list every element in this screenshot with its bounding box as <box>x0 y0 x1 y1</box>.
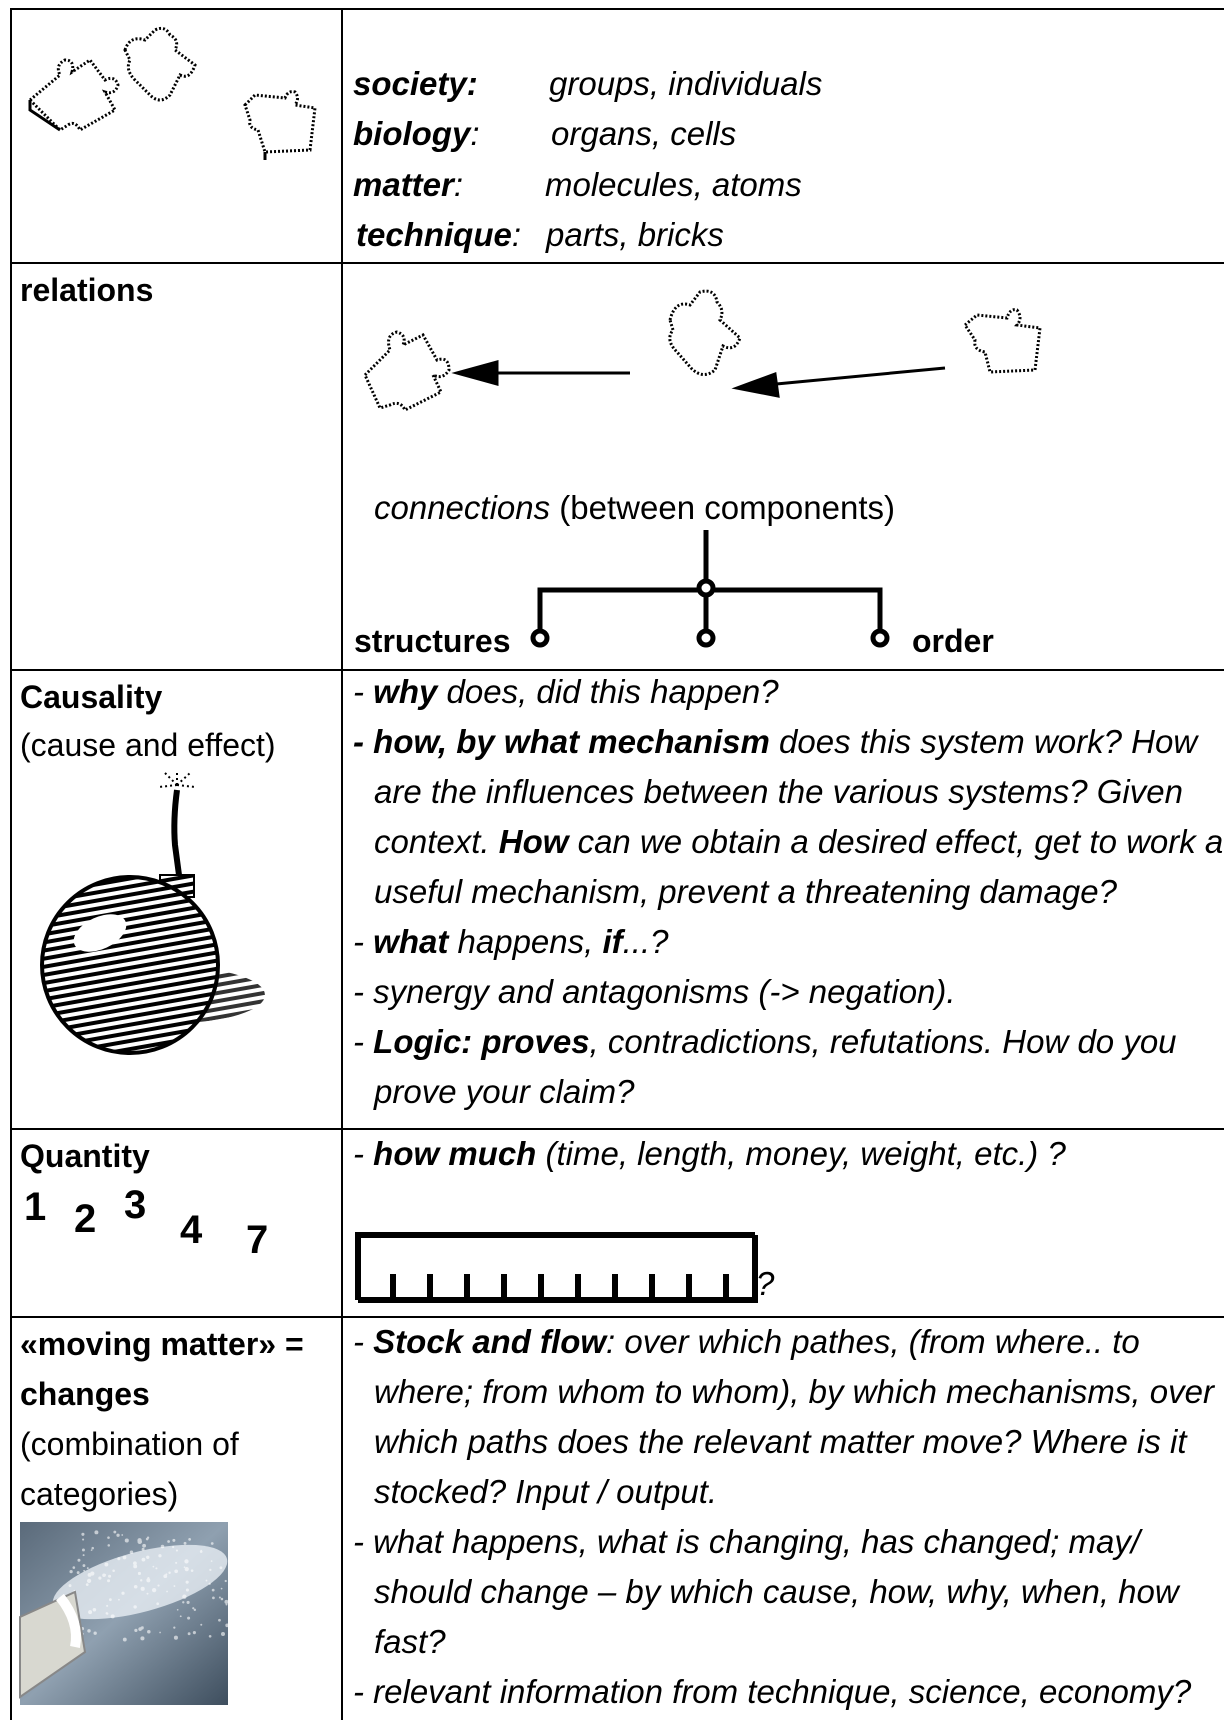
order-label: order <box>912 623 994 659</box>
line-rest: does this system work? How <box>769 723 1198 760</box>
row5-line-6: should change – by which cause, how, why… <box>374 1573 1179 1610</box>
row1-line-biology: biology: organs, cells <box>353 112 736 156</box>
row3-line-9: prove your claim? <box>374 1073 635 1110</box>
row2-label: relations <box>20 272 154 308</box>
water-spray-photo <box>19 1522 230 1705</box>
row1-line-technique: technique: parts, bricks <box>356 213 724 257</box>
bold-term: How <box>498 823 569 860</box>
row5-label-1: «moving matter» = <box>20 1326 304 1362</box>
puzzle-pieces-illustration <box>27 26 317 160</box>
bold-term: - how, by what mechanism <box>353 723 770 760</box>
quantity-number: 1 <box>24 1185 47 1229</box>
relations-diagram <box>363 289 1042 413</box>
quantity-number: 4 <box>180 1208 203 1252</box>
connections-text: connections (between components) <box>374 486 895 530</box>
row5-line-4: stocked? Input / output. <box>374 1473 718 1510</box>
puzzle-piece-left-icon <box>363 330 451 413</box>
row1-colon: : <box>453 166 464 203</box>
structures-label: structures <box>354 623 511 659</box>
bold-term: what <box>373 923 449 960</box>
row1-desc: groups, individuals <box>549 65 823 102</box>
row1-desc: parts, bricks <box>546 216 724 253</box>
row5-line-7: fast? <box>374 1623 446 1660</box>
ruler-question-mark: ? <box>756 1265 775 1302</box>
row5-line-8: - relevant information from technique, s… <box>353 1673 1192 1710</box>
row4-line-1: - how much (time, length, money, weight,… <box>353 1132 1066 1176</box>
row-divider <box>12 262 1224 264</box>
bomb-icon <box>40 770 265 1055</box>
bold-term: how much <box>373 1135 537 1172</box>
row1-colon: : <box>470 115 480 152</box>
row3-line-7: - synergy and antagonisms (-> negation). <box>353 973 956 1010</box>
row5-label-4: categories) <box>20 1476 179 1512</box>
row3-line-4: context. How can we obtain a desired eff… <box>374 820 1223 864</box>
dash: - <box>353 1023 374 1060</box>
ruler-icon <box>355 1232 758 1303</box>
row3-line-3: are the influences between the various s… <box>374 773 1183 810</box>
row-divider <box>12 1128 1224 1130</box>
connections-word: connections <box>374 489 551 526</box>
bold-term: Stock and flow <box>373 1323 607 1360</box>
table-top-border <box>12 8 1224 10</box>
row4-label: Quantity <box>20 1138 150 1174</box>
row5-label-2: changes <box>20 1376 150 1412</box>
row1-line-society: society: groups, individuals <box>353 62 822 106</box>
row1-desc: molecules, atoms <box>545 166 802 203</box>
row-divider <box>12 669 1224 671</box>
bold-term: why <box>373 673 438 710</box>
quantity-number: 3 <box>124 1183 147 1227</box>
row1-term: matter <box>353 166 454 203</box>
row1-term: society: <box>353 65 478 102</box>
row5-line-5: - what happens, what is changing, has ch… <box>353 1523 1140 1560</box>
dash: - <box>353 1135 374 1172</box>
row3-sublabel: (cause and effect) <box>20 727 276 763</box>
line-rest: ...? <box>622 923 669 960</box>
bold-term: if <box>602 923 623 960</box>
row5-line-3: which paths does the relevant matter mov… <box>374 1423 1187 1460</box>
row-divider <box>12 1316 1224 1318</box>
puzzle-piece-right-icon <box>963 308 1042 374</box>
row1-line-matter: matter: molecules, atoms <box>353 163 802 207</box>
dash: - <box>353 673 374 710</box>
dash: - <box>353 1323 374 1360</box>
row1-desc: organs, cells <box>551 115 737 152</box>
row3-line-1: - why does, did this happen? <box>353 670 779 714</box>
line-rest: , contradictions, refutations. How do yo… <box>589 1023 1177 1060</box>
quantity-number: 2 <box>74 1197 97 1241</box>
line-rest: : over which pathes, (from where.. to <box>606 1323 1140 1360</box>
row3-line-2: - how, by what mechanism does this syste… <box>353 720 1197 764</box>
row5-label-3: (combination of <box>20 1426 239 1462</box>
row5-line-1: - Stock and flow: over which pathes, (fr… <box>353 1320 1140 1364</box>
puzzle-piece-middle-icon <box>668 289 742 376</box>
row3-line-5: useful mechanism, prevent a threatening … <box>374 873 1117 910</box>
row3-label: Causality <box>20 679 163 715</box>
line-rest: does, did this happen? <box>437 673 779 710</box>
line-rest: can we obtain a desired effect, get to w… <box>568 823 1224 860</box>
structure-tree-diagram <box>530 530 890 648</box>
row5-line-2: where; from whom to whom), by which mech… <box>374 1373 1214 1410</box>
table-left-border <box>10 8 12 1720</box>
row1-term: biology <box>353 115 471 152</box>
row1-colon: : <box>511 216 522 253</box>
connections-rest: (between components) <box>550 489 895 526</box>
table-column-divider <box>341 8 343 1720</box>
dash: - <box>353 923 374 960</box>
quantity-number: 7 <box>246 1218 269 1262</box>
bold-term: Logic: proves <box>373 1023 590 1060</box>
line-start: context. <box>374 823 499 860</box>
row3-line-8: - Logic: proves, contradictions, refutat… <box>353 1020 1177 1064</box>
line-mid: happens, <box>448 923 603 960</box>
line-rest: (time, length, money, weight, etc.) ? <box>536 1135 1066 1172</box>
row3-line-6: - what happens, if...? <box>353 920 669 964</box>
row1-term: technique <box>356 216 512 253</box>
